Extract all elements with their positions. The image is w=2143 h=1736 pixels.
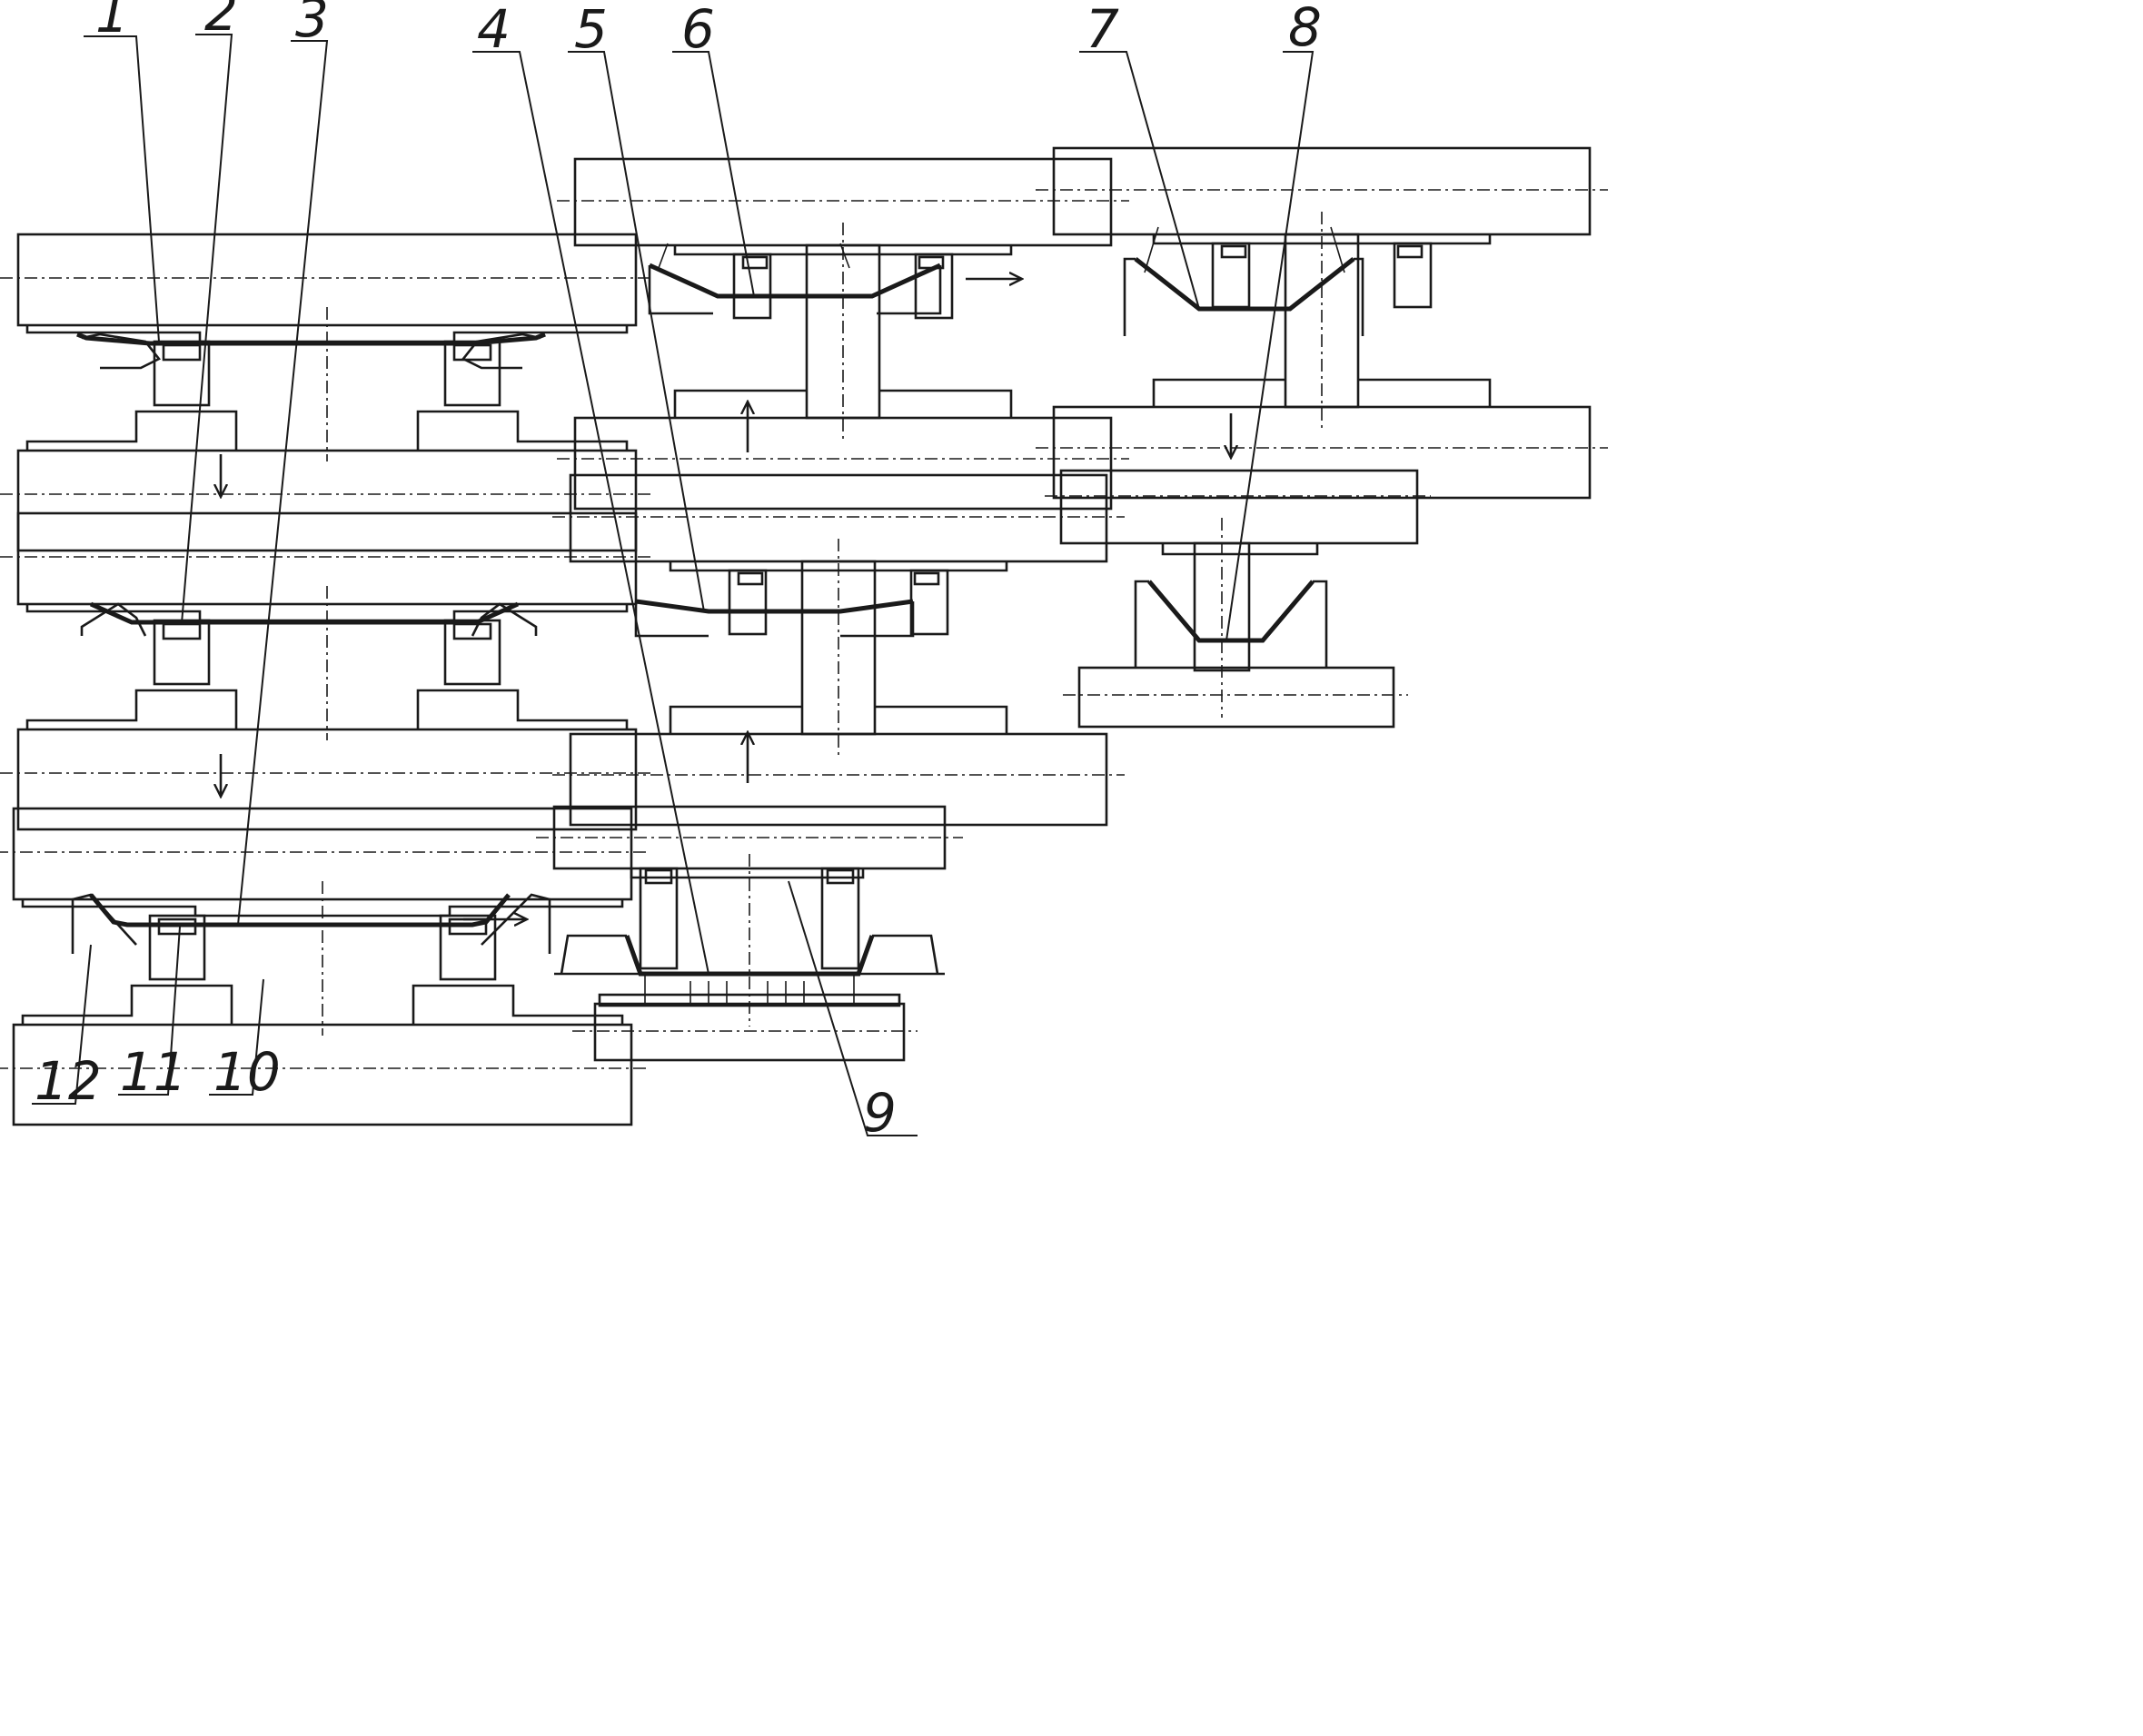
label-9: 9 bbox=[863, 1082, 897, 1144]
stage-left-2 bbox=[0, 511, 656, 831]
label-3: 3 bbox=[295, 0, 329, 49]
stage-right-bottom bbox=[1045, 469, 1431, 729]
stage-middle-top bbox=[555, 157, 1131, 511]
label-10: 10 bbox=[213, 1041, 281, 1103]
stage-middle-middle bbox=[551, 473, 1126, 827]
part-labels: 1 2 3 4 5 6 7 8 9 10 11 12 bbox=[35, 0, 1322, 1144]
label-5: 5 bbox=[574, 0, 608, 60]
stage-left-3 bbox=[0, 807, 651, 1126]
label-8: 8 bbox=[1288, 0, 1322, 58]
label-7: 7 bbox=[1086, 0, 1119, 60]
label-12: 12 bbox=[35, 1050, 102, 1112]
label-2: 2 bbox=[204, 0, 238, 43]
label-6: 6 bbox=[681, 0, 715, 60]
flow-arrows bbox=[221, 279, 1231, 919]
stage-middle-bottom bbox=[536, 805, 963, 1062]
label-1: 1 bbox=[95, 0, 129, 45]
label-11: 11 bbox=[120, 1041, 187, 1103]
stage-left-1 bbox=[0, 233, 656, 552]
leader-lines bbox=[32, 34, 1315, 1136]
label-4: 4 bbox=[477, 0, 511, 60]
stage-right-top bbox=[1034, 146, 1610, 500]
